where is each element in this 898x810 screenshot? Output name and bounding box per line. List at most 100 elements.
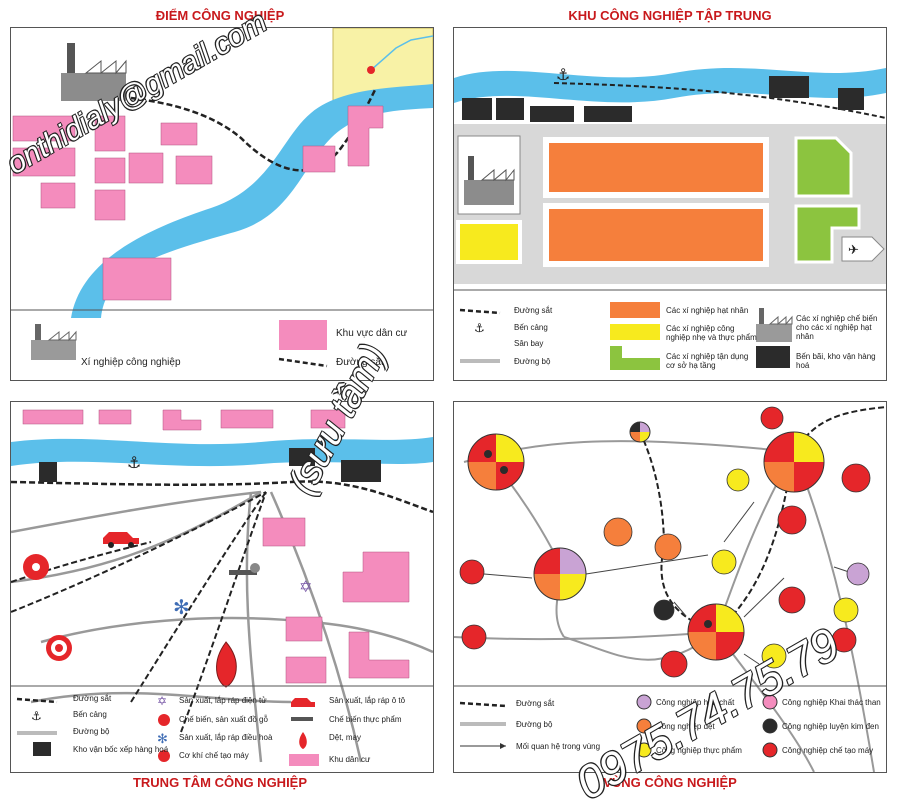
legend-chemical-label: Công nghiệp hoá chất xyxy=(656,698,735,707)
residential-top xyxy=(22,409,346,431)
processing-factory-icon xyxy=(464,156,515,205)
legend-electronics-icon: ✡ xyxy=(157,694,167,708)
title-zone: KHU CÔNG NGHIỆP TẬP TRUNG xyxy=(568,8,772,23)
map-industrial-zone: ⚓ ✈ ⚓ xyxy=(454,65,886,370)
legend-coal-dot xyxy=(762,694,778,710)
svg-text:⚓: ⚓ xyxy=(556,65,570,84)
panel-industrial-region: Đường sắt Đường bộ Mối quan hệ trong vùn… xyxy=(453,401,887,773)
legend-textile-label: Công nghiệp dệt xyxy=(656,722,715,731)
legend-storage-label: Bến bãi, kho vận hàng hoá xyxy=(796,352,876,370)
legend-aircon-label: Sản xuất, lắp ráp điều hoà xyxy=(179,733,273,742)
legend-residential-swatch xyxy=(289,754,319,766)
machine-gear-icon xyxy=(23,554,49,580)
legend-railway-line xyxy=(16,697,58,704)
legend-electronics-label: Sản xuất, lắp ráp điện tử xyxy=(179,696,267,705)
legend-coal-label: Công nghiệp Khai thác than xyxy=(782,698,881,707)
legend-wood-icon xyxy=(158,714,170,726)
map-industrial-region xyxy=(454,406,886,772)
legend-railway-label: Đường sắt xyxy=(73,694,112,703)
river xyxy=(454,68,886,103)
core-plant-1 xyxy=(543,137,769,198)
legend-port-icon: ⚓ xyxy=(474,321,485,335)
legend-machine-label: Công nghiệp chế tạo máy xyxy=(782,746,874,755)
river xyxy=(71,84,433,318)
title-region: VÙNG CÔNG NGHIỆP xyxy=(603,775,737,790)
panel-industrial-zone: ⚓ ✈ ⚓ Đường sắt Bến cảng xyxy=(453,27,887,381)
legend-road-label: Đường bộ xyxy=(514,357,551,366)
node-small-chemical xyxy=(629,421,651,443)
legend-textile-dot xyxy=(636,718,652,734)
car-icon xyxy=(103,532,139,548)
core-plant-2 xyxy=(543,203,769,267)
legend-machine-label: Cơ khí chế tạo máy xyxy=(179,751,249,760)
legend-residential-shape xyxy=(279,320,327,350)
legend-storage-swatch xyxy=(756,346,790,368)
electronics-star-icon: ✡ xyxy=(299,577,312,596)
residential-blocks xyxy=(262,517,410,684)
legend-railway-label: Đường sắt xyxy=(516,699,555,708)
legend-core-swatch xyxy=(610,302,660,318)
legend-processing-label: Các xí nghiệp chế biến cho các xí nghiệp… xyxy=(796,314,878,341)
legend-food-label: Công nghiệp thực phẩm xyxy=(656,746,742,755)
factory-icon xyxy=(61,43,127,101)
point-marker xyxy=(367,66,375,74)
port-icon: ⚓ xyxy=(127,453,141,472)
storage-blocks xyxy=(462,76,864,122)
panel-industrial-point: Xí nghiệp công nghiệp Khu vực dân cư Đườ… xyxy=(10,27,434,381)
satellite-nodes xyxy=(459,406,871,678)
legend-road-label: Đường bộ xyxy=(516,720,553,729)
map-industrial-center: ⚓ ✡ ✻ ⚓ ✡ ✻ xyxy=(11,409,433,766)
infra-plant-1 xyxy=(794,136,853,198)
legend-railway-line xyxy=(278,357,328,368)
legend-port-label: Bến cảng xyxy=(514,323,548,332)
legend-light-swatch xyxy=(610,324,660,340)
node-large-1 xyxy=(467,433,525,491)
legend-food-label: Chế biến thực phẩm xyxy=(329,715,402,724)
legend-core-label: Các xí nghiệp hạt nhân xyxy=(666,306,749,315)
legend-machine-icon xyxy=(158,750,170,762)
legend-airport-label: Sân bay xyxy=(514,339,544,348)
legend-factory-label: Xí nghiệp công nghiệp xyxy=(81,357,181,368)
node-large-4 xyxy=(763,431,825,493)
title-point: ĐIỂM CÔNG NGHIỆP xyxy=(155,8,285,23)
railway xyxy=(553,82,886,119)
legend-machine-dot xyxy=(762,742,778,758)
node-large-3 xyxy=(687,603,745,661)
legend-railway-label: Đường sắt xyxy=(514,306,553,315)
legend-railway-label: Đường sắt xyxy=(336,357,384,368)
legend-auto-label: Sản xuất, lắp ráp ô tô xyxy=(329,696,406,705)
food-icon xyxy=(229,563,260,575)
svg-text:✈: ✈ xyxy=(848,243,859,258)
legend-infra-label: Các xí nghiệp tận dụng cơ sở hạ tầng xyxy=(666,352,749,370)
legend-metal-dot xyxy=(762,718,778,734)
legend-port-label: Bến cảng xyxy=(73,710,107,719)
legend-chemical-dot xyxy=(636,694,652,710)
textile-icon xyxy=(216,641,237,688)
legend-textile-icon xyxy=(299,732,307,749)
legend-link-label: Mối quan hệ trong vùng xyxy=(516,742,601,751)
panel-industrial-center: ⚓ ✡ ✻ ⚓ ✡ ✻ xyxy=(10,401,434,773)
wood-icon xyxy=(46,635,72,661)
infra-plant-2 xyxy=(794,204,861,264)
legend-port-icon: ⚓ xyxy=(31,709,42,723)
legend-infra-swatch xyxy=(610,346,660,370)
legend-light-label: Các xí nghiệp công nghiệp nhẹ và thực ph… xyxy=(666,324,757,342)
legend-railway-line xyxy=(459,308,501,315)
legend-textile-label: Dệt, may xyxy=(329,733,362,742)
legend-railway-line xyxy=(459,701,507,708)
light-industry-plant xyxy=(456,220,522,264)
aircon-fan-icon: ✻ xyxy=(173,595,190,619)
storage-blocks xyxy=(39,448,381,482)
port-icon: ⚓ xyxy=(556,65,570,84)
legend-factory-icon xyxy=(31,324,77,360)
legend-residential-label: Khu vực dân cư xyxy=(336,328,408,339)
legend-warehouse-label: Kho vận bốc xếp hàng hoá xyxy=(73,745,169,754)
title-center: TRUNG TÂM CÔNG NGHIỆP xyxy=(132,775,308,790)
legend-processing-icon xyxy=(756,308,793,342)
legend-food-dot xyxy=(636,742,652,758)
airport-sign: ✈ xyxy=(841,236,885,262)
legend-road-label: Đường bộ xyxy=(73,727,110,736)
legend-warehouse-swatch xyxy=(33,742,51,756)
node-large-2 xyxy=(533,547,587,601)
residential-blocks xyxy=(12,105,384,301)
